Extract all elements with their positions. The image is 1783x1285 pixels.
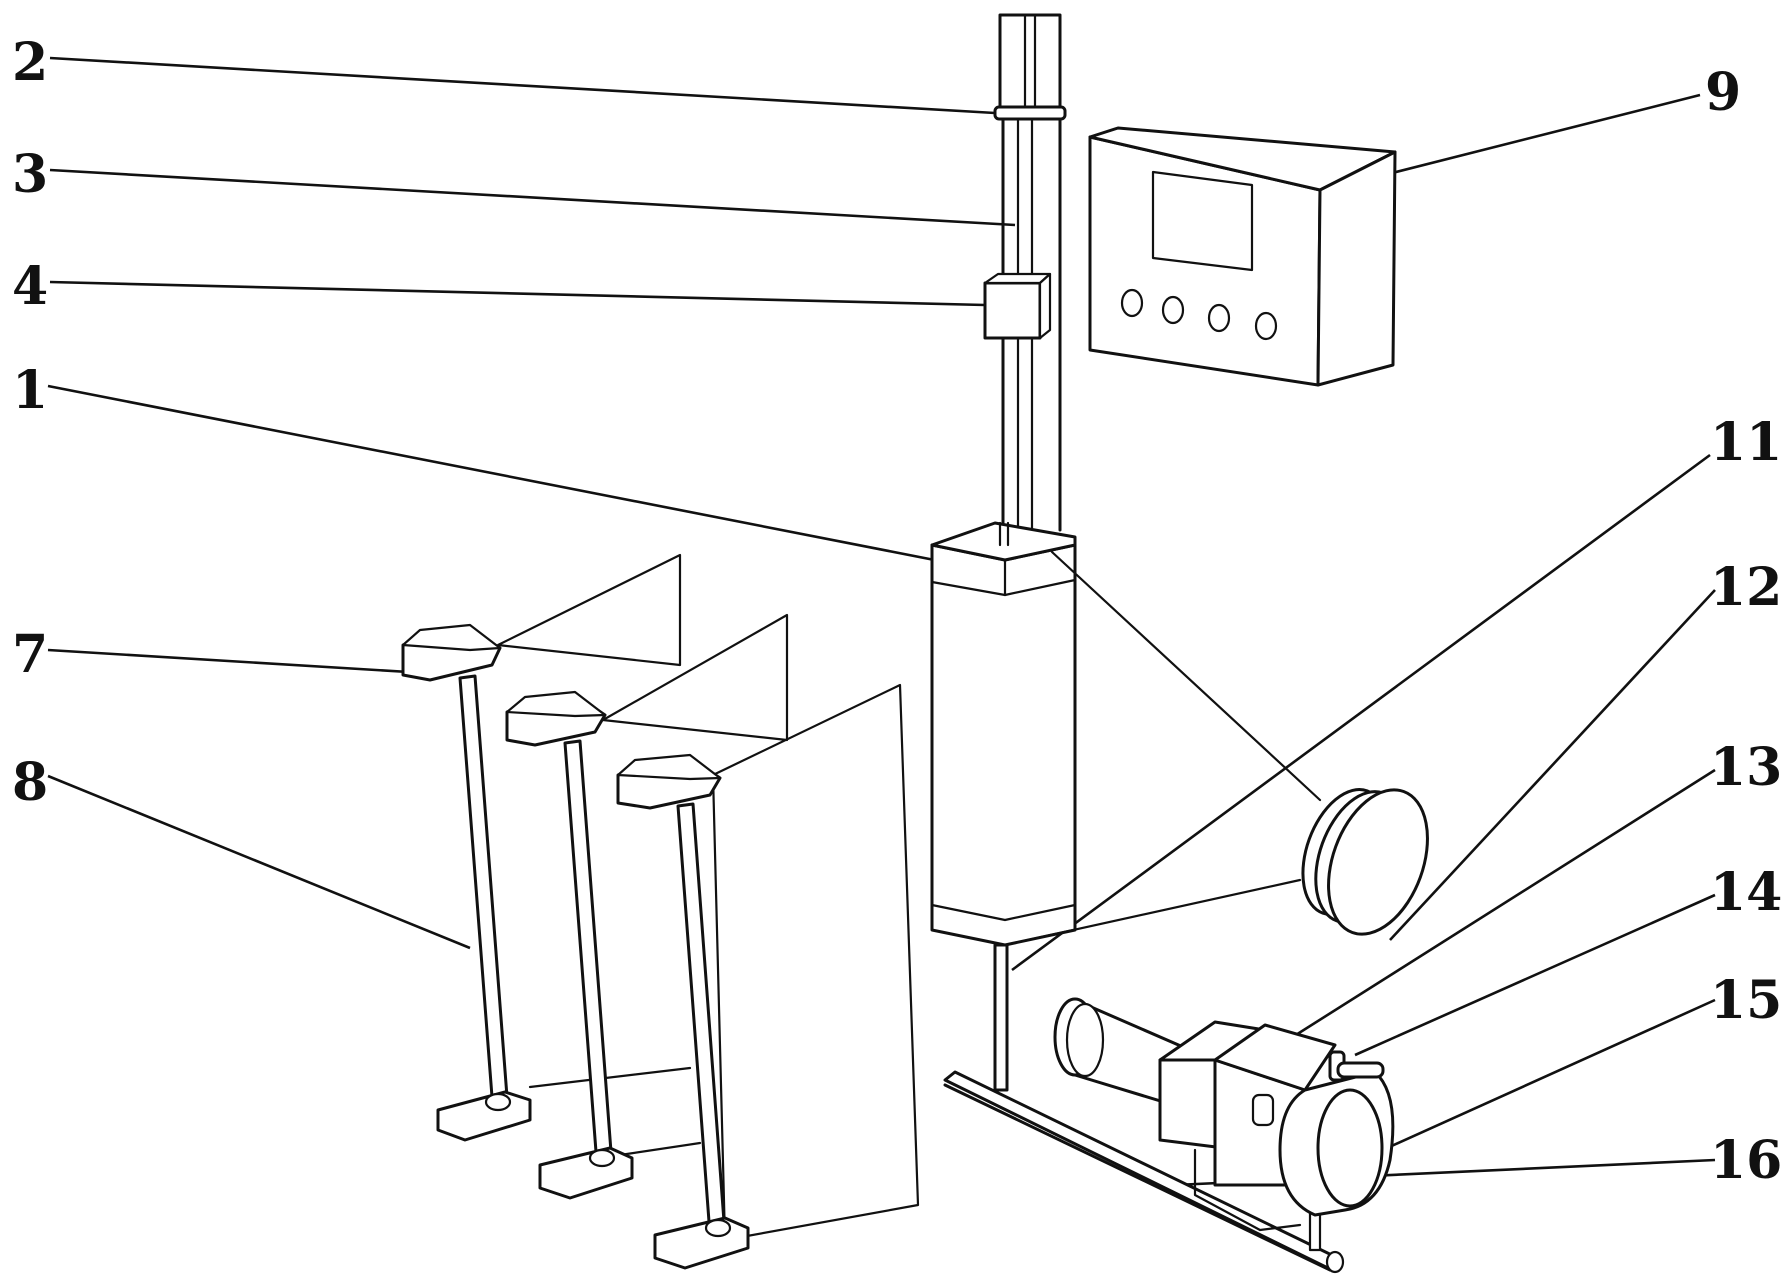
panel xyxy=(496,553,682,667)
post xyxy=(993,943,1009,1092)
stand-row xyxy=(401,553,920,1270)
control-knob xyxy=(1120,288,1144,318)
wheel-face xyxy=(1316,1088,1384,1208)
panel xyxy=(711,683,920,1242)
labels: 2 3 4 1 7 8 9 11 12 13 14 15 16 xyxy=(12,32,1782,1191)
control-box-side xyxy=(1316,150,1397,387)
label-2: 2 xyxy=(12,32,48,93)
valve-pipe xyxy=(1336,1061,1385,1079)
stand-shaft xyxy=(676,802,727,1237)
label-8: 8 xyxy=(12,752,48,813)
base-rail-edge xyxy=(943,1083,1332,1272)
stand-head-top xyxy=(505,690,607,718)
disc-front xyxy=(1327,788,1429,936)
leader-15 xyxy=(1364,998,1716,1160)
column-top-cap xyxy=(998,13,1062,112)
label-11: 11 xyxy=(1710,412,1782,473)
leader-3 xyxy=(49,168,1016,227)
label-7: 7 xyxy=(12,624,48,685)
control-knob xyxy=(1161,295,1185,325)
disc-target xyxy=(1301,788,1429,936)
leader-8 xyxy=(47,774,471,950)
panel-line xyxy=(528,1066,692,1089)
label-1: 1 xyxy=(12,360,48,421)
leader-11 xyxy=(1011,453,1711,972)
control-box xyxy=(1088,126,1397,387)
slider-block xyxy=(983,281,1042,340)
vertical-column xyxy=(983,13,1067,542)
leader-4 xyxy=(49,280,986,307)
leader-14 xyxy=(1354,893,1716,1057)
cable xyxy=(1003,878,1302,947)
control-knob xyxy=(1254,311,1278,341)
label-3: 3 xyxy=(12,144,48,205)
panel-line xyxy=(618,1141,702,1157)
label-4: 4 xyxy=(12,256,48,317)
cable xyxy=(1050,550,1322,802)
cables xyxy=(1003,550,1322,947)
main-housing-base-band xyxy=(930,903,1077,922)
control-box-screen xyxy=(1151,170,1254,272)
base-rail-under xyxy=(1193,1148,1302,1232)
leader-13 xyxy=(1279,768,1716,1047)
label-13: 13 xyxy=(1710,737,1782,798)
gearbox-top xyxy=(1213,1023,1337,1092)
stand-foot xyxy=(436,1090,532,1142)
stand-head-top xyxy=(616,753,722,781)
label-16: 16 xyxy=(1710,1130,1782,1191)
slider-block-side xyxy=(1038,272,1052,340)
panel xyxy=(601,613,789,742)
stand-foot-hole xyxy=(484,1092,512,1112)
main-housing-body xyxy=(930,543,1077,947)
main-housing-top xyxy=(930,521,1077,562)
stand-shaft xyxy=(563,739,614,1167)
stand-foot-hole xyxy=(588,1148,616,1168)
rail-end xyxy=(1325,1250,1345,1274)
stand-foot xyxy=(538,1146,634,1200)
gearbox-nub xyxy=(1251,1093,1275,1127)
label-15: 15 xyxy=(1710,970,1782,1031)
main-housing xyxy=(930,521,1077,947)
leader-12 xyxy=(1389,589,1716,941)
label-14: 14 xyxy=(1710,862,1782,923)
stand-head-top xyxy=(401,623,502,652)
stand-shaft xyxy=(458,674,510,1112)
stand-foot-hole xyxy=(704,1218,732,1238)
leader-2 xyxy=(49,56,996,115)
leader-1 xyxy=(47,384,961,567)
leader-7 xyxy=(47,648,426,675)
label-9: 9 xyxy=(1705,62,1741,123)
leader-lines xyxy=(47,56,1716,1187)
control-knob xyxy=(1207,303,1231,333)
motor-cylinder-ring xyxy=(1065,1002,1105,1078)
label-12: 12 xyxy=(1710,557,1782,618)
column-clamp xyxy=(993,105,1067,121)
stand-foot xyxy=(653,1216,750,1270)
motor-assembly xyxy=(1053,997,1395,1232)
